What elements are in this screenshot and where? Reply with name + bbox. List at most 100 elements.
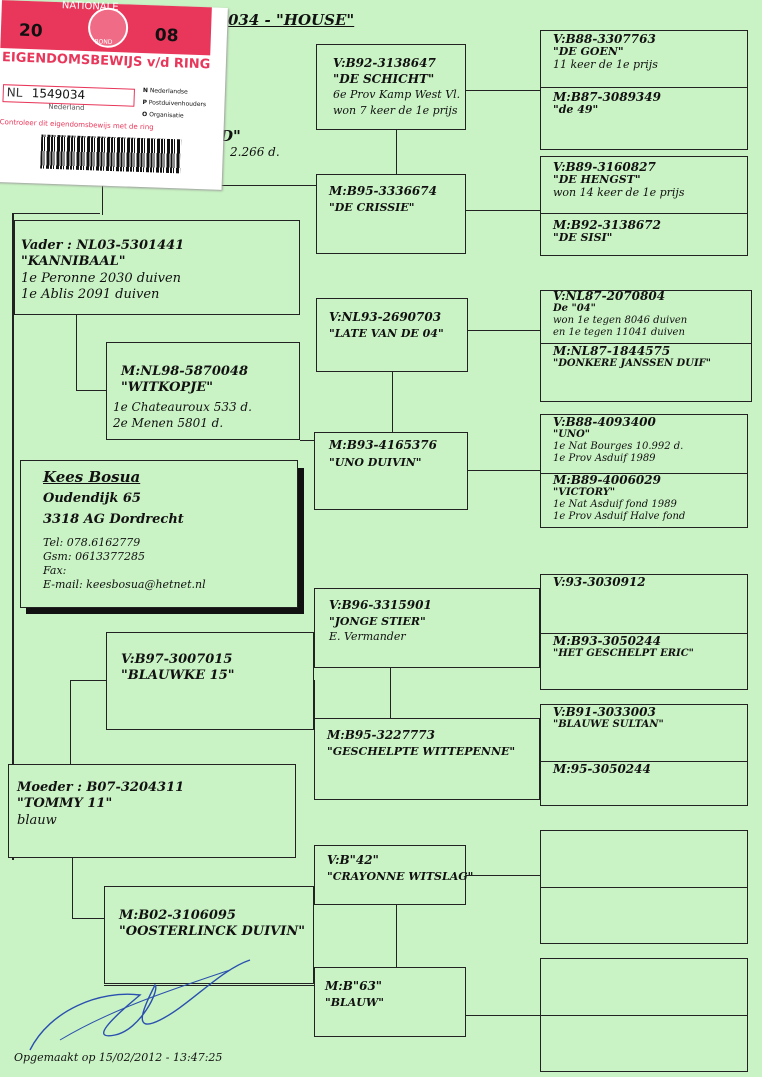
ggp-10-id: M:B93-3050244: [553, 634, 661, 648]
gp-mmf-box: V:B"42" "CRAYONNE WITSLAG": [314, 845, 473, 905]
ggp-4-name: "DE SISI": [553, 231, 613, 244]
mother-box: Moeder : B07-3204311 "TOMMY 11" blauw: [8, 764, 296, 858]
ggp-8-line-2: 1e Prov Asduif Halve fond: [553, 511, 686, 522]
sticker-banner: NATIONALE 20 BOND 08: [0, 0, 212, 56]
gp-mfm-name: "GESCHELPTE WITTEPENNE": [327, 745, 516, 758]
ggp-5-line-2: en 1e tegen 11041 duiven: [553, 327, 685, 338]
owner-gsm: Gsm: 0613377285: [43, 550, 146, 563]
gp-ff-line-2: won 7 keer de 1e prijs: [333, 104, 458, 117]
gp-ff-name: "DE SCHICHT": [333, 72, 435, 86]
barcode-image: [40, 134, 182, 174]
distance-fragment: 2.266 d.: [230, 145, 280, 159]
owner-box: Kees Bosua Oudendijk 65 3318 AG Dordrech…: [20, 460, 298, 608]
ggp-block-1: [540, 30, 748, 150]
father-id: Vader : NL03-5301441: [21, 238, 185, 253]
gp-ff-id: V:B92-3138647: [333, 56, 436, 70]
gp-mf-id: V:B97-3007015: [121, 652, 233, 667]
ggp-3-name: "DE HENGST": [553, 173, 641, 186]
org-logo: N Nederlandse P Postduivenhouders O Orga…: [142, 85, 207, 123]
gp-mff-name: "JONGE STIER": [329, 615, 426, 628]
gp-mm-name: "OOSTERLINCK DUIVIN": [119, 924, 305, 939]
org-letter-p: P: [142, 99, 148, 107]
gp-fm-outer-id: M:B95-3336674: [329, 184, 437, 198]
owner-name: Kees Bosua: [43, 468, 141, 486]
created-timestamp: Opgemaakt op 15/02/2012 - 13:47:25: [14, 1051, 223, 1064]
ggp-block-3: [540, 290, 752, 402]
ggp-1-name: "DE GOEN": [553, 45, 624, 58]
gp-fm-id: M:NL98-5870048: [121, 364, 249, 379]
gp-fm-box: M:NL98-5870048 "WITKOPJE" 1e Chateauroux…: [106, 342, 300, 440]
mother-name: "TOMMY 11": [17, 796, 113, 811]
org-letter-n: N: [142, 87, 149, 95]
ring-country: NL: [6, 85, 23, 100]
ggp-block-4: [540, 414, 748, 528]
ggp-4-id: M:B92-3138672: [553, 218, 661, 232]
gp-ff-box: V:B92-3138647 "DE SCHICHT" 6e Prov Kamp …: [316, 44, 466, 130]
gp-fm-name: "WITKOPJE": [121, 380, 214, 395]
gp-mff-id: V:B96-3315901: [329, 598, 432, 612]
mother-id: Moeder : B07-3204311: [17, 780, 185, 795]
ggp-7-line-1: 1e Nat Bourges 10.992 d.: [553, 441, 684, 452]
ggp-6-name: "DONKERE JANSSEN DUIF": [553, 358, 711, 369]
crest-text: BOND: [94, 38, 113, 46]
year-left: 20: [18, 20, 43, 42]
gp-mfm-box: M:B95-3227773 "GESCHELPTE WITTEPENNE": [314, 718, 540, 800]
ggp-block-8: [540, 958, 748, 1072]
gp-mff-line-1: E. Vermander: [329, 630, 406, 643]
pedigree-title: 034 - "HOUSE": [228, 11, 355, 29]
ggp-block-7: [540, 830, 748, 944]
control-text: Controleer dit eigendomsbewijs met de ri…: [0, 118, 154, 132]
ggp-1-line-1: 11 keer de 1e prijs: [553, 58, 658, 71]
org-line-3: Organisatie: [148, 111, 184, 120]
ggp-8-line-1: 1e Nat Asduif fond 1989: [553, 499, 677, 510]
gp-fm-line-2: 2e Menen 5801 d.: [113, 416, 224, 430]
gp-ff-line-1: 6e Prov Kamp West Vl.: [333, 88, 461, 101]
ggp-6-id: M:NL87-1844575: [553, 344, 671, 358]
gp-fm-outer-box: M:B95-3336674 "DE CRISSIE": [316, 174, 466, 254]
ring-number: 1549034: [31, 86, 86, 103]
ggp-7-id: V:B88-4093400: [553, 415, 656, 429]
gp-mmm-name: "BLAUW": [325, 996, 384, 1009]
gp-fmm-box: M:B93-4165376 "UNO DUIVIN": [314, 432, 468, 510]
owner-fax: Fax:: [43, 564, 67, 577]
gp-mmf-name: "CRAYONNE WITSLAG": [327, 870, 474, 883]
ggp-2-name: "de 49": [553, 103, 599, 116]
gp-fmf-box: V:NL93-2690703 "LATE VAN DE 04": [316, 298, 468, 372]
year-right: 08: [154, 25, 179, 47]
gp-fm-line-1: 1e Chateauroux 533 d.: [113, 400, 252, 414]
owner-address-1: Oudendijk 65: [43, 491, 141, 506]
gp-fmm-id: M:B93-4165376: [329, 438, 437, 452]
owner-email: E-mail: keesbosua@hetnet.nl: [43, 578, 206, 591]
ggp-3-id: V:B89-3160827: [553, 160, 656, 174]
gp-mfm-id: M:B95-3227773: [327, 728, 435, 742]
ggp-block-2: [540, 156, 748, 256]
org-line-2: Postduivenhouders: [148, 99, 207, 109]
father-name: "KANNIBAAL": [21, 254, 126, 269]
ggp-8-name: "VICTORY": [553, 487, 616, 498]
ggp-7-line-2: 1e Prov Asduif 1989: [553, 453, 656, 464]
mother-line-1: blauw: [17, 813, 57, 828]
ggp-11-name: "BLAUWE SULTAN": [553, 719, 664, 730]
father-box: Vader : NL03-5301441 "KANNIBAAL" 1e Pero…: [14, 220, 300, 315]
gp-mm-id: M:B02-3106095: [119, 908, 236, 923]
ring-certificate-sticker: NATIONALE 20 BOND 08 EIGENDOMSBEWIJS v/d…: [0, 0, 228, 190]
gp-fmf-name: "LATE VAN DE 04": [329, 327, 444, 340]
father-line-1: 1e Peronne 2030 duiven: [21, 271, 182, 286]
father-line-2: 1e Ablis 2091 duiven: [21, 287, 160, 302]
org-line-1: Nederlandse: [149, 87, 188, 96]
ggp-10-name: "HET GESCHELPT ERIC": [553, 648, 694, 659]
ggp-11-id: V:B91-3033003: [553, 705, 656, 719]
ggp-12-id: M:95-3050244: [553, 762, 651, 776]
ggp-block-5: [540, 574, 748, 690]
ggp-2-id: M:B87-3089349: [553, 90, 661, 104]
ggp-9-id: V:93-3030912: [553, 575, 646, 589]
signature-image: [29, 959, 251, 1051]
owner-address-2: 3318 AG Dordrecht: [43, 512, 184, 527]
org-letter-o: O: [141, 111, 148, 119]
ggp-5-line-1: won 1e tegen 8046 duiven: [553, 315, 688, 326]
ggp-5-name: De "04": [553, 303, 596, 314]
gp-mm-box: M:B02-3106095 "OOSTERLINCK DUIVIN": [104, 886, 314, 984]
ggp-7-name: "UNO": [553, 429, 590, 440]
ggp-5-id: V:NL87-2070804: [553, 289, 666, 303]
gp-fmm-name: "UNO DUIVIN": [329, 456, 422, 469]
